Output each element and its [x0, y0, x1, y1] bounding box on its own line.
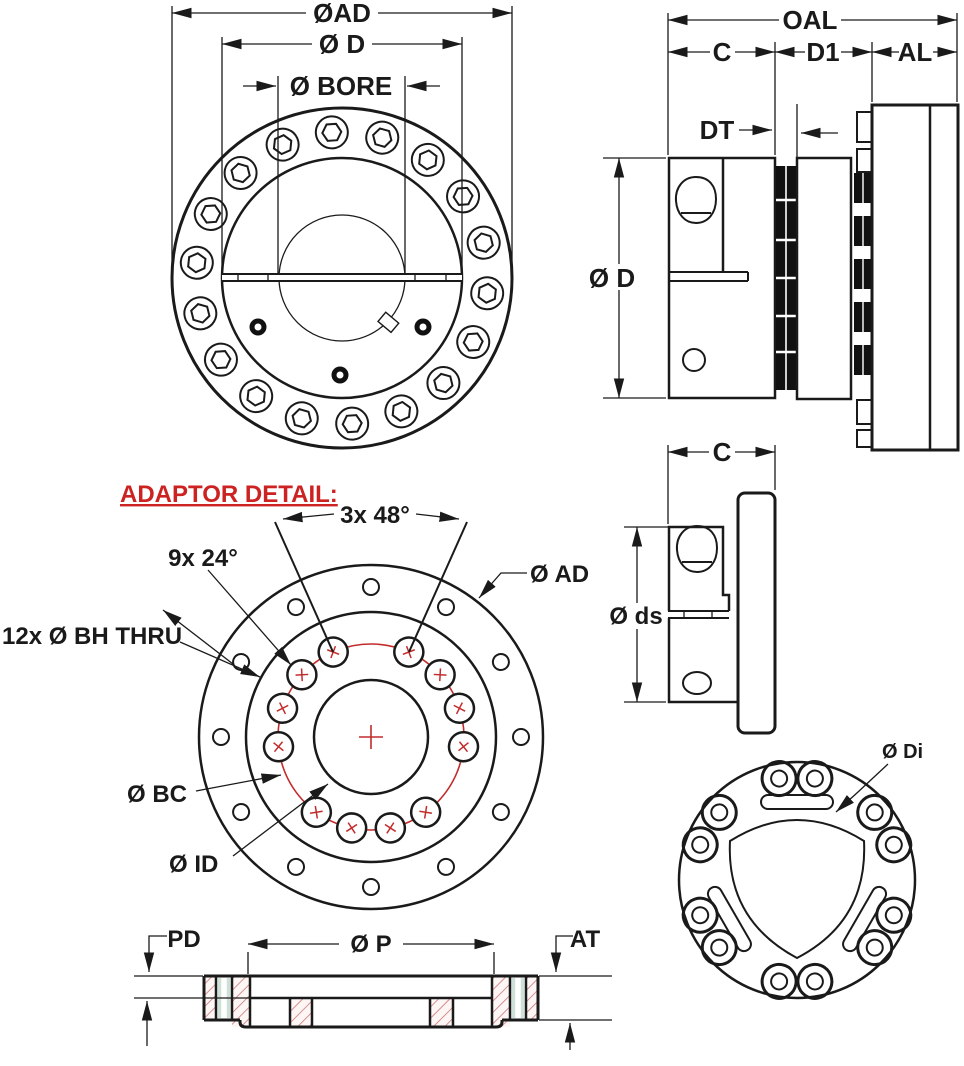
label-bh-thru: 12x Ø BH THRU: [2, 623, 182, 650]
disc-pack-1: [776, 166, 796, 390]
center-mark: [359, 725, 383, 749]
label-diameter-bore: Ø BORE: [290, 71, 393, 101]
element-bushings: [681, 760, 913, 1000]
adaptor-plate: [870, 103, 960, 452]
clamp-split: [222, 273, 462, 282]
label-diameter-p: Ø P: [350, 931, 391, 958]
element-slots: [706, 794, 888, 953]
label-oal: OAL: [783, 5, 838, 35]
adaptor-detail-title: ADAPTOR DETAIL:: [120, 481, 338, 508]
side-view: OAL C D1 AL DT Ø D: [585, 5, 960, 452]
hub-flange: [736, 491, 777, 735]
hub-holes: [249, 318, 432, 384]
label-diameter-d-side: Ø D: [589, 263, 635, 293]
label-al: AL: [898, 37, 933, 67]
label-angle-9x24: 9x 24°: [168, 545, 238, 572]
front-view: ØAD Ø D Ø BORE: [170, 0, 514, 450]
hub-side-view: C Ø ds: [606, 437, 777, 735]
adaptor-detail-view: ADAPTOR DETAIL:: [2, 481, 589, 911]
label-diameter-id: Ø ID: [169, 851, 218, 878]
label-dt: DT: [700, 115, 735, 145]
section-view: PD Ø P AT: [134, 926, 612, 1050]
label-diameter-ad-detail: Ø AD: [530, 561, 589, 588]
outer-hole-ring: [212, 578, 530, 896]
element-view: Ø Di: [677, 741, 923, 1000]
label-at: AT: [570, 926, 601, 953]
label-diameter-d: Ø D: [319, 29, 365, 59]
label-c-hub: C: [713, 437, 732, 467]
label-angle-3x48: 3x 48°: [340, 502, 410, 529]
label-diameter-ds: Ø ds: [609, 603, 662, 630]
disc-pack-2: [854, 173, 872, 375]
label-pd: PD: [167, 926, 200, 953]
label-diameter-ad: ØAD: [313, 0, 371, 28]
element-inner-contour: [728, 819, 866, 960]
label-diameter-bc: Ø BC: [127, 781, 187, 808]
clamp-screw-hole-2: [675, 524, 719, 574]
bolt-ring: [179, 115, 505, 441]
keyway: [377, 311, 400, 334]
label-c: C: [713, 37, 732, 67]
label-diameter-di: Ø Di: [882, 741, 923, 763]
label-d1: D1: [806, 37, 839, 67]
clamp-screw-hole: [674, 175, 718, 225]
bh-hole-ring: [262, 636, 480, 844]
spacer-block: [795, 156, 853, 401]
